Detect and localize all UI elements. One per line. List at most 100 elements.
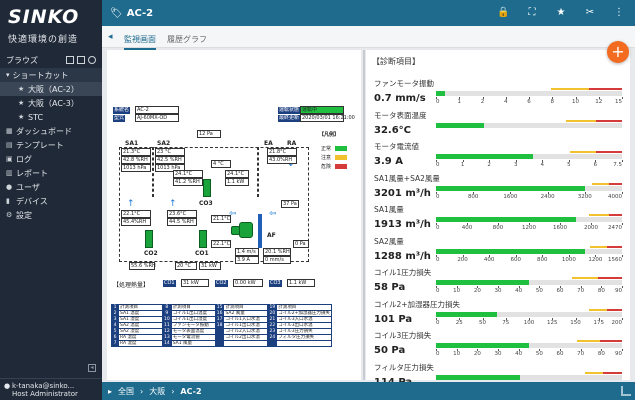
sidebar-item-device[interactable]: ▮ デバイス (0, 194, 102, 208)
more-menu-icon[interactable]: ⋮ (614, 7, 624, 18)
gauge-track (436, 374, 622, 380)
gauge-tick-label: 800 (467, 193, 479, 200)
metric-value: 1288 m³/h (374, 250, 431, 262)
legend-swatch (335, 146, 348, 151)
grid-view-icon[interactable] (66, 56, 74, 64)
airflow-arrow-icon: ⇦ (269, 209, 277, 219)
sidebar-item-template[interactable]: ▤ テンプレート (0, 138, 102, 152)
heat-co2-value: 0.00 kW (233, 279, 263, 287)
gauge-tick (436, 160, 437, 162)
metric-name: ファンモータ振動 (374, 79, 434, 88)
gauge-tick (622, 286, 623, 288)
shortcut-item-ac2[interactable]: ★ 大阪（AC-2） (0, 82, 102, 96)
gauge-fill (436, 217, 576, 222)
gauge-tick-label: 90 (615, 351, 622, 357)
table-cell: 11 (162, 322, 172, 329)
gauge-tick-label: 2 (487, 162, 491, 168)
metric-name: SA2風量 (374, 236, 404, 246)
gauge-fill (436, 248, 585, 254)
gauge-fill (436, 122, 485, 128)
resize-handle-icon[interactable] (621, 386, 631, 396)
reading-co3-humid: 41.2 %RH (173, 178, 203, 186)
gauge-tick-label: 1 (460, 162, 465, 168)
gauge-danger-band (603, 371, 622, 374)
gauge-tick-label: 1200 (522, 225, 536, 231)
add-button[interactable]: + (607, 41, 629, 63)
tab-back-icon[interactable]: ◂ (108, 32, 113, 42)
gauge-tick (477, 349, 479, 351)
shortcut-label: ショートカット (12, 70, 69, 80)
gauge-tick (515, 160, 517, 162)
gauge-tick-label: 30 (494, 288, 502, 294)
legend-label: 危険 (321, 164, 332, 170)
table-cell: RA 湿度 (118, 340, 163, 347)
airflow-arrow-icon: ↓ (287, 159, 295, 169)
metric-gauge (436, 118, 622, 138)
scrollbar[interactable] (363, 50, 365, 380)
tab-monitor[interactable]: 監視画面 (124, 34, 156, 50)
gauge-tick (622, 317, 623, 320)
table-cell: 13 (162, 334, 172, 341)
gauge-tick-label: 800 (492, 225, 504, 231)
search-icon[interactable] (88, 56, 96, 64)
breadcrumb-item[interactable]: 大阪 (149, 386, 166, 396)
heat-co3-label: CO3 (269, 280, 282, 287)
metric-value: 58 Pa (374, 282, 406, 293)
gauge-tick-label: 2400 (540, 193, 555, 200)
collapse-sidebar-icon[interactable]: ◂ (88, 364, 96, 372)
sidebar-item-settings[interactable]: ⚙ 設定 (0, 208, 102, 222)
user-info[interactable]: ●k-tanaka@sinko... Host Administrator (0, 378, 102, 400)
sa2-label: SA2 (157, 140, 171, 147)
shortcut-item-ac3[interactable]: ★ 大阪（AC-3） (0, 96, 102, 110)
gauge-tick-label: 80 (597, 351, 605, 357)
fullscreen-icon[interactable]: ⛶ (528, 7, 536, 18)
table-cell (276, 340, 332, 347)
sidebar-item-user[interactable]: ● ユーザ (0, 180, 102, 194)
list-view-icon[interactable] (77, 56, 85, 64)
gauge-tick-label: 8 (550, 99, 555, 105)
gauge-danger-band (608, 214, 622, 216)
favorite-star-icon[interactable]: ★ (556, 7, 566, 18)
breadcrumb-item[interactable]: 全国 (118, 386, 135, 396)
gauge-track (436, 280, 622, 285)
report-icon: ▥ (6, 169, 13, 177)
gauge-tick-label: 1000 (561, 256, 576, 263)
legend-warning: 注意 (321, 154, 348, 161)
airflow-arrow-icon: ↑ (169, 199, 177, 209)
tools-icon[interactable]: ✂ (585, 7, 595, 18)
user-icon: ● (4, 382, 11, 390)
reading-airspeed: 1.4 m/s (235, 248, 259, 256)
reading-sa2-pressure: 1013 hPa (155, 164, 185, 172)
shortcut-item-stc[interactable]: ★ STC (0, 110, 102, 124)
gauge-tick (560, 286, 561, 288)
af-label: AF (267, 232, 276, 239)
sidebar-item-dashboard[interactable]: ▦ ダッシュボード (0, 124, 102, 138)
sidebar-item-report[interactable]: ▥ レポート (0, 166, 102, 180)
gauge-tick (598, 317, 600, 320)
gauge-fill (436, 154, 533, 159)
browse-row: ブラウズ (0, 52, 102, 68)
metric-name: フィルタ圧力損失 (374, 362, 434, 372)
menu-icon[interactable]: ▸ (108, 386, 113, 396)
gauge-danger-band (607, 308, 622, 311)
shortcut-section[interactable]: ▾ ショートカット (0, 68, 102, 82)
status-value: 運転中 (300, 106, 344, 114)
table-cell (214, 340, 225, 347)
gauge-warning-band (592, 182, 609, 185)
reading-ra-temp: 21.8°C (267, 148, 297, 156)
gauge-tick (575, 97, 577, 99)
tab-history-graph[interactable]: 履歴グラフ (167, 35, 207, 44)
gauge-tick (529, 317, 530, 320)
gauge-tick (542, 160, 544, 162)
sidebar: SINKO 快適環境の創造 ブラウズ ▾ ショートカット ★ 大阪（AC-2） … (0, 0, 102, 400)
shortcut-label: 大阪（AC-2） (28, 84, 79, 94)
sidebar-item-log[interactable]: ▣ ログ (0, 152, 102, 166)
sidebar-item-label: レポート (16, 168, 48, 178)
reading-co2-temp: 22.1°C (121, 210, 151, 218)
gauge-warning-band (588, 308, 608, 311)
lock-icon[interactable]: 🔒 (497, 7, 510, 18)
